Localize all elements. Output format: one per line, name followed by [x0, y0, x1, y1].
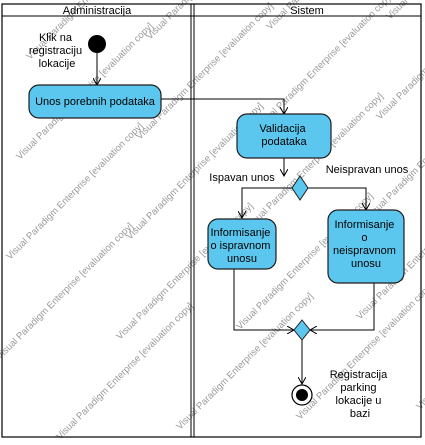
watermark-text: Visual Paradigm Enterprise [evaluation c… — [374, 0, 425, 122]
guard-ispravan-label: Ispavan unos — [209, 172, 275, 184]
start-label-line: registraciju — [29, 45, 82, 57]
action-unos[interactable]: Unos porebnih podataka — [28, 84, 162, 119]
merge-node[interactable] — [293, 319, 311, 341]
action-box[interactable] — [327, 209, 405, 284]
start-label: Klik na registraciju lokacije — [29, 32, 85, 70]
action-unos-label: Unos porebnih podataka — [35, 96, 156, 108]
end-label-line: Registracija — [330, 369, 388, 381]
action-info-neispravan-line: Informisanje — [335, 219, 395, 231]
flow-unos-to-validacija — [160, 98, 284, 114]
swimlane-title-administracija: Administracija — [63, 5, 132, 17]
action-box[interactable] — [28, 84, 162, 119]
end-label-line: bazi — [350, 408, 370, 420]
action-validacija-line: podataka — [261, 136, 307, 148]
initial-node[interactable] — [88, 35, 106, 53]
action-info-neispravan[interactable]: Informisanje o neispravnom unosu — [327, 209, 405, 284]
flow-decision-to-neispravan — [308, 187, 366, 210]
flow-decision-to-ispravan — [242, 187, 292, 218]
end-label-line: lokacije u — [336, 395, 382, 407]
action-box[interactable] — [236, 113, 332, 159]
action-info-neispravan-line: o — [361, 232, 367, 244]
final-node[interactable] — [291, 384, 313, 406]
flow-neispravan-to-merge — [310, 283, 375, 330]
action-box[interactable] — [207, 218, 277, 270]
end-label: Registracija parking lokacije u bazi — [330, 369, 391, 420]
decision-node[interactable] — [291, 175, 309, 201]
action-validacija-line: Validacija — [259, 123, 306, 135]
action-info-ispravan-line: Informisanje — [211, 227, 271, 239]
end-label-line: parking — [340, 382, 376, 394]
action-info-ispravan-label: Informisanje o ispravnom unosu — [211, 227, 274, 265]
action-validacija-label: Validacija podataka — [259, 123, 308, 148]
watermark-text: Visual Paradigm Enterprise [evaluation c… — [174, 291, 315, 432]
swimlane-title-sistem: Sistem — [290, 5, 324, 17]
start-label-line: Klik na — [39, 32, 73, 44]
start-label-line: lokacije — [39, 58, 76, 70]
action-info-ispravan-line: o ispravnom — [211, 240, 271, 252]
control-flows — [97, 53, 375, 384]
action-validacija[interactable]: Validacija podataka — [236, 113, 332, 159]
action-info-neispravan-line: neispravnom — [333, 245, 396, 257]
watermark-text: Visual Paradigm Enterprise [evaluation c… — [54, 301, 195, 440]
action-info-neispravan-label: Informisanje o neispravnom unosu — [333, 219, 399, 270]
guard-neispravan-label: Neispravan unos — [326, 164, 409, 176]
action-info-ispravan[interactable]: Informisanje o ispravnom unosu — [207, 218, 277, 270]
action-info-ispravan-line: unosu — [227, 253, 257, 265]
flow-ispravan-to-merge — [233, 269, 294, 330]
swimlane-frame — [1, 3, 422, 438]
action-info-neispravan-line: unosu — [351, 258, 381, 270]
